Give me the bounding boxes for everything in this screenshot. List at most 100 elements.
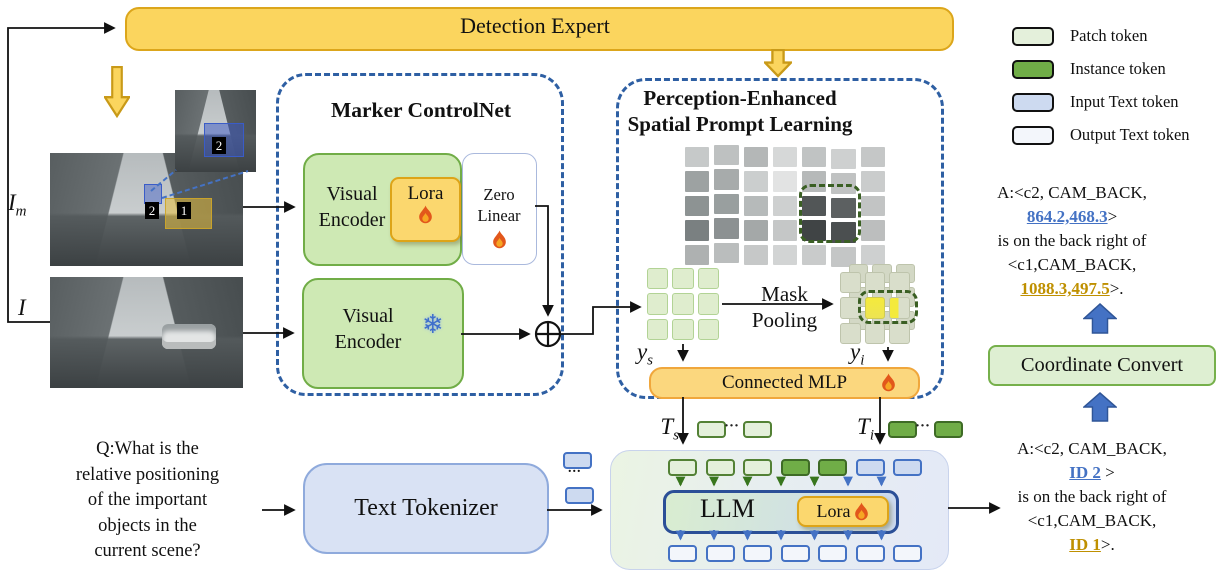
image-patch-cell (831, 197, 856, 219)
image-im-label: Im (8, 190, 27, 221)
patch-image-grid (685, 145, 885, 267)
image-patch-cell (860, 244, 885, 265)
answer-line: 1088.3,497.5>. (962, 277, 1182, 301)
image-patch-cell (831, 173, 856, 194)
legend-label: Patch token (1070, 26, 1148, 45)
coordinate-value: 1088.3,497.5 (1020, 279, 1110, 298)
output-text-token (705, 545, 735, 562)
llm-label: LLM (700, 494, 755, 523)
patch-token (697, 421, 726, 438)
instance-token (818, 459, 847, 476)
yi-front-cell (864, 297, 886, 319)
perception-title-line2: Spatial Prompt Learning (627, 112, 853, 136)
input-token (855, 459, 885, 476)
yi-label: yi (850, 339, 886, 370)
visual-encoder-bottom-label: Visual Encoder (334, 305, 402, 353)
image-patch-cell (714, 193, 739, 215)
image-patch-cell (714, 145, 739, 166)
mask-line2: Pooling (751, 308, 818, 332)
image-patch-cell (831, 149, 856, 170)
output-text-token (743, 545, 772, 562)
image-patch-cell (685, 147, 710, 168)
mask-line1: Mask (761, 282, 808, 306)
ti-label: Ti (838, 414, 874, 445)
image-patch-cell (743, 244, 768, 265)
answer-line: ID 2 > (982, 461, 1202, 485)
marker-label-2: 2 (145, 202, 159, 219)
ys-label: ys (613, 339, 653, 370)
image-patch-cell (802, 147, 827, 168)
car-shape (162, 324, 216, 349)
coordinate-convert-label: Coordinate Convert (1020, 354, 1184, 376)
answer-line: 864.2,468.3> (962, 205, 1182, 229)
visual-encoder-top-label: Visual Encoder (318, 183, 386, 231)
answer-line: A:<c2, CAM_BACK, (1017, 439, 1167, 458)
fire-icon (419, 205, 432, 224)
ts-base: T (660, 414, 674, 439)
ti-sub: i (869, 427, 874, 444)
ti-dots: ··· (915, 418, 931, 434)
question-line: of the important (87, 490, 208, 510)
zero-linear-box: Zero Linear (462, 153, 537, 265)
lora-label: Lora (407, 183, 444, 204)
ts-dots: ··· (724, 418, 740, 434)
image-patch-cell (772, 244, 798, 265)
i-label-base: I (18, 295, 26, 320)
legend-label: Output Text token (1070, 125, 1190, 144)
question-line: relative positioning (75, 464, 220, 485)
instance-token (780, 459, 810, 476)
llm-input-token-row (668, 459, 922, 476)
image-patch-cell (831, 222, 856, 243)
patch-token (705, 459, 735, 476)
image-patch-cell (685, 244, 710, 265)
input-token (893, 459, 922, 476)
image-patch-cell (860, 171, 885, 192)
text-tokenizer-label: Text Tokenizer (354, 495, 498, 521)
fire-icon (882, 373, 895, 392)
snowflake-icon: ❄ (422, 310, 444, 340)
up-arrow-icon (1083, 392, 1117, 422)
question-line: current scene? (94, 541, 201, 561)
detection-expert-box (125, 7, 954, 51)
ys-patch-cell (697, 318, 719, 340)
ys-sub: s (647, 352, 653, 369)
answer-ids-text: A:<c2, CAM_BACK, ID 2 > is on the back r… (982, 437, 1202, 557)
visual-encoder-bottom-box (302, 278, 464, 389)
ys-patch-cell (647, 318, 669, 340)
ys-base: y (636, 339, 648, 364)
image-patch-cell (831, 246, 856, 267)
tokenizer-dots: ... (568, 461, 582, 476)
legend-row-patch: Patch token (1012, 26, 1190, 46)
input-text-token-swatch (1012, 92, 1054, 112)
marker-label-1: 1 (177, 202, 191, 219)
yi-front-cell (889, 322, 910, 344)
output-text-token (668, 545, 697, 562)
answer-line: ID 1>. (982, 533, 1202, 557)
image-patch-cell (743, 147, 768, 168)
suffix: >. (1100, 535, 1115, 554)
ys-patch-cell (672, 293, 694, 315)
image-patch-cell (772, 171, 798, 192)
fire-icon (493, 230, 506, 249)
image-patch-cell (714, 169, 739, 190)
image-patch-cell (860, 220, 885, 241)
yi-front-cell (840, 322, 861, 344)
image-patch-cell (860, 147, 885, 168)
image-patch-cell (860, 195, 885, 217)
im-label-sub: m (15, 203, 27, 220)
camera-image-plain (50, 277, 243, 388)
legend-label: Input Text token (1070, 92, 1179, 111)
output-text-token-swatch (1012, 125, 1054, 145)
answer-line: is on the back right of (1017, 487, 1167, 506)
down-arrow-icon (764, 49, 792, 78)
ys-patch-cell (697, 268, 719, 290)
connected-mlp-label: Connected MLP (721, 372, 848, 393)
patch-token (743, 421, 772, 438)
bbox-blue-small (144, 184, 162, 204)
mask-pooling-label: Mask Pooling (737, 281, 832, 333)
patch-token (743, 459, 772, 476)
image-patch-cell (743, 195, 768, 217)
zero-linear-label: Zero Linear (477, 185, 521, 225)
coordinate-convert-box: Coordinate Convert (988, 345, 1216, 386)
yi-sub: i (860, 352, 865, 369)
